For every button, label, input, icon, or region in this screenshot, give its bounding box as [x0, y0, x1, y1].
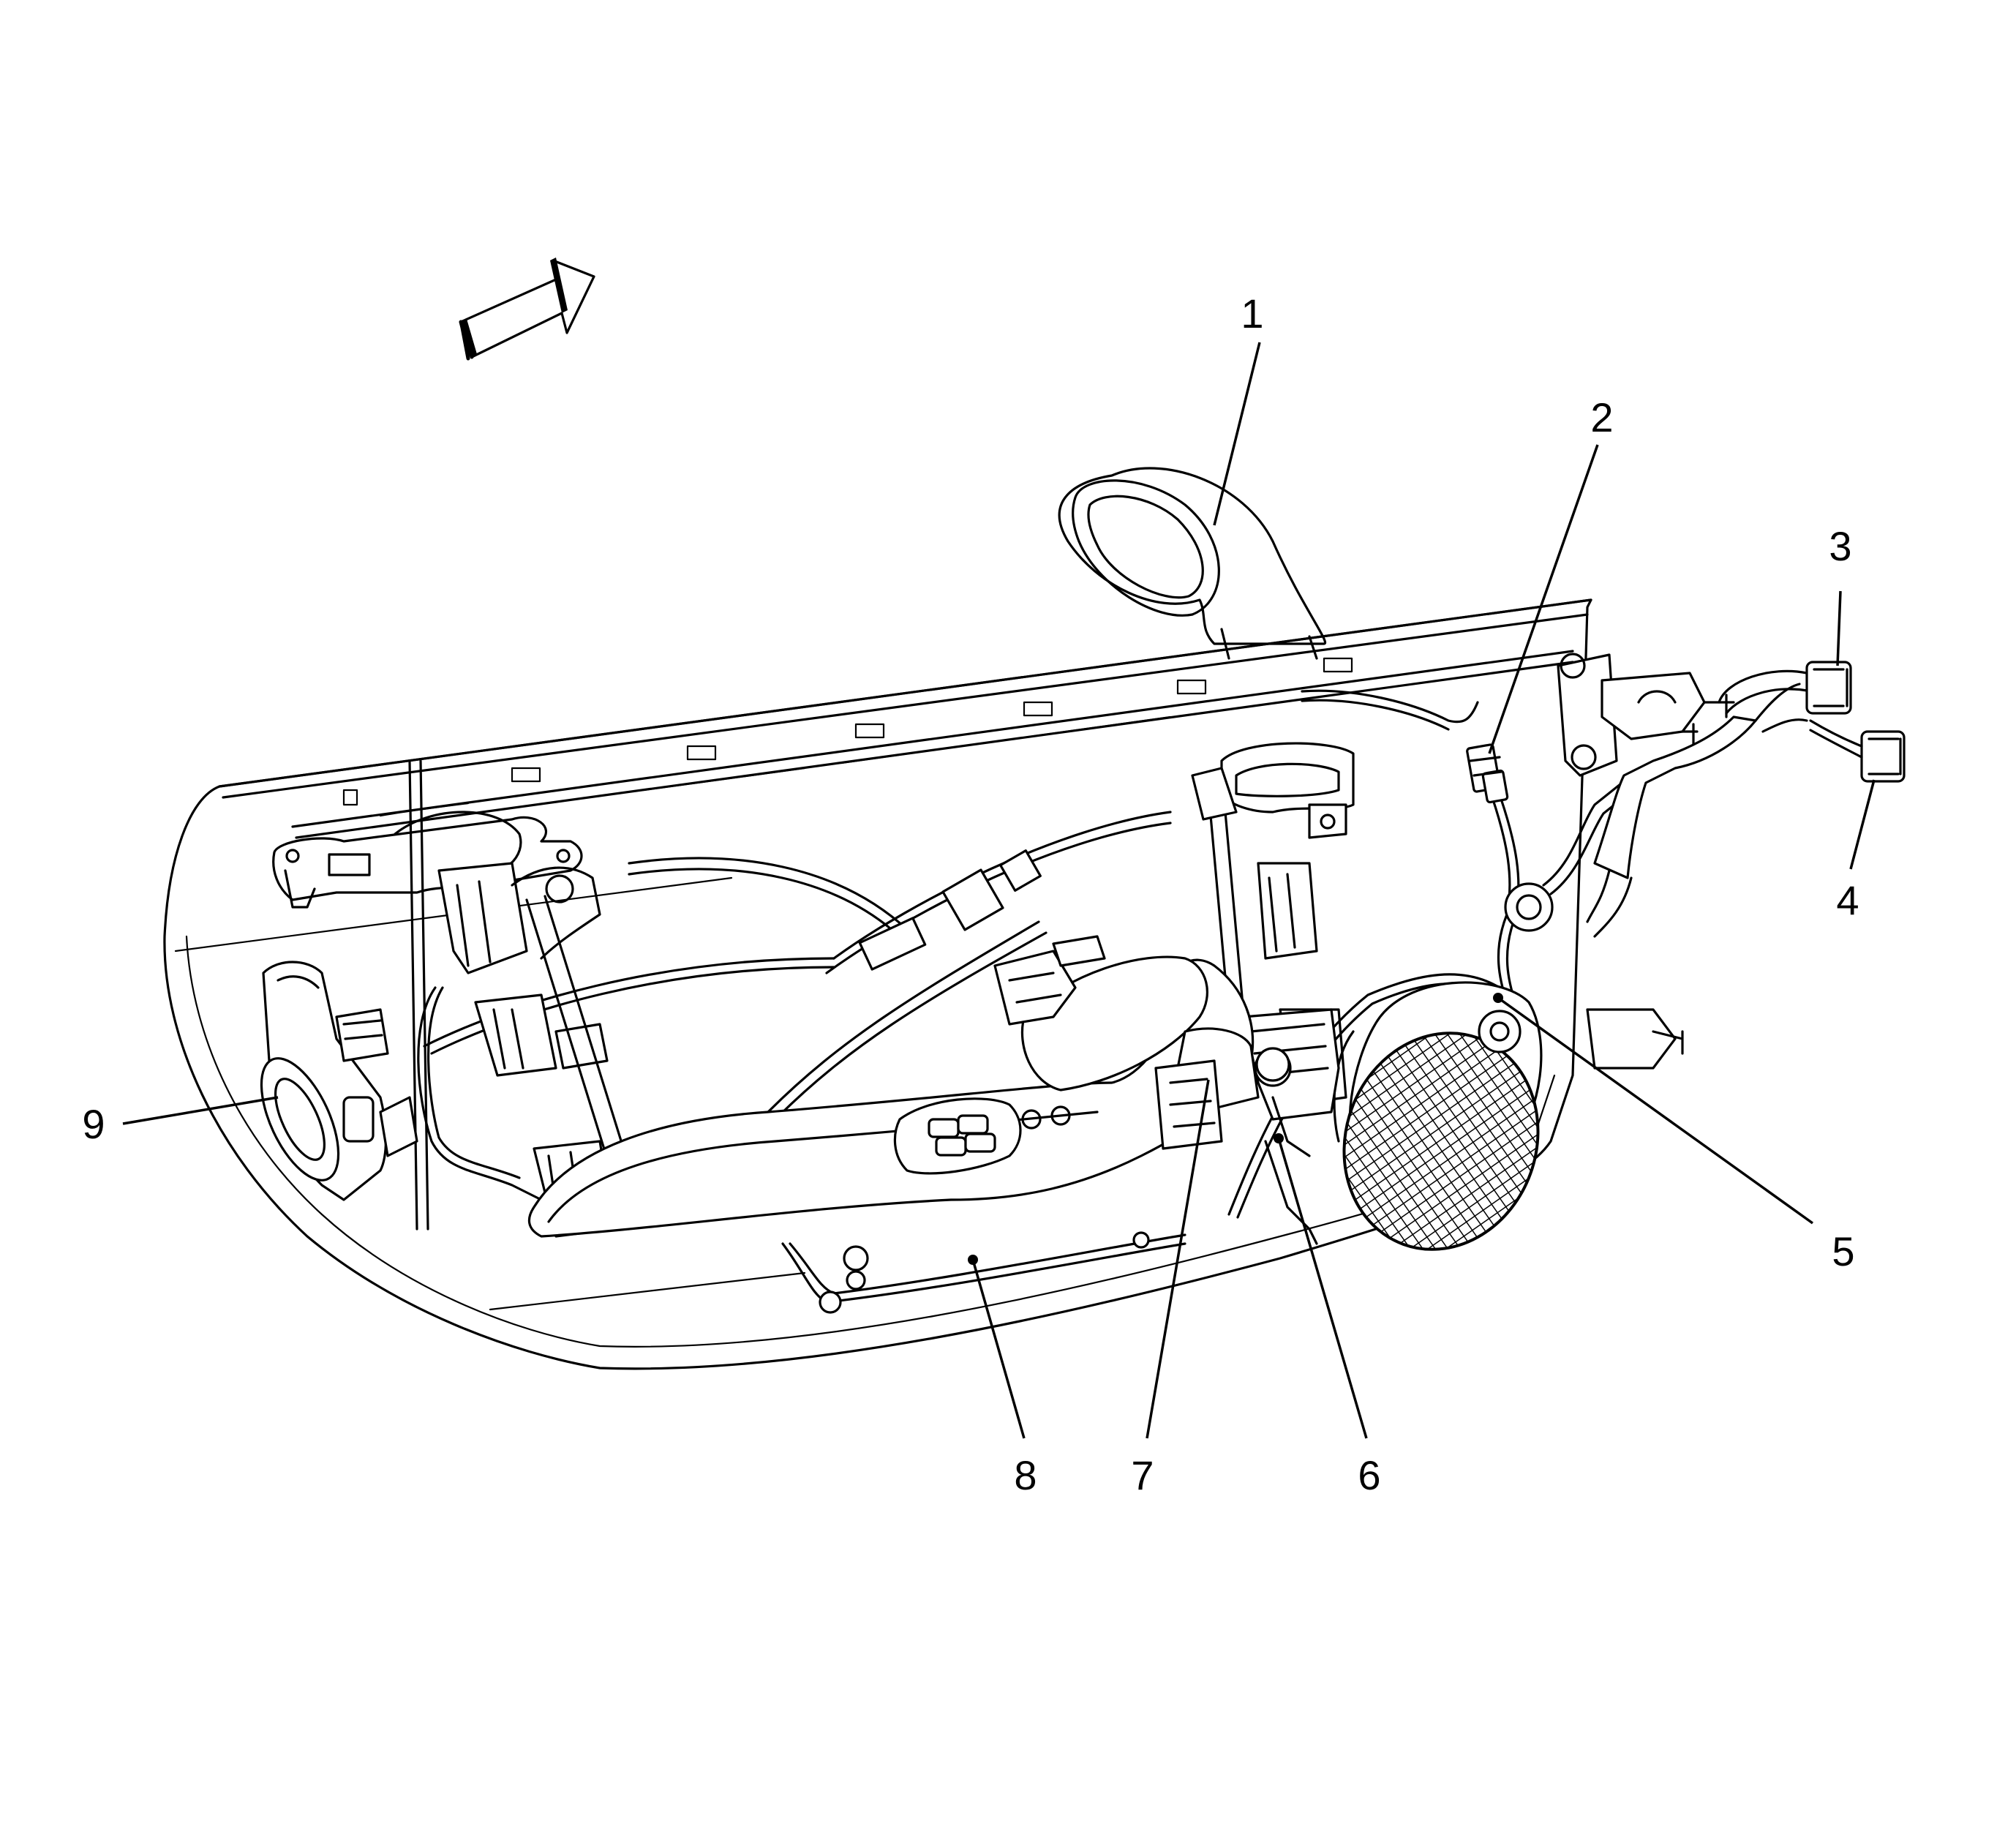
- outside-mirror: [1058, 467, 1326, 660]
- forward-direction-arrow-icon: [459, 258, 595, 361]
- door-lock-actuator: [1242, 1008, 1340, 1245]
- lock-rod-bracket: [272, 811, 583, 909]
- callout-2: 2: [1590, 394, 1613, 440]
- callout-8: 8: [1014, 1452, 1037, 1498]
- door-inner-panel: [163, 598, 1592, 1370]
- callout-9: 9: [82, 1101, 105, 1147]
- callout-leaders: [122, 342, 1876, 1439]
- callout-4: 4: [1836, 877, 1859, 923]
- inside-door-handle: [1191, 742, 1355, 839]
- door-hinge-and-harness: [1557, 653, 1906, 1070]
- front-door-tweeter: [260, 961, 418, 1201]
- callout-5: 5: [1832, 1228, 1854, 1274]
- harness-connector-2: [1466, 743, 1509, 804]
- callout-3: 3: [1829, 523, 1851, 569]
- door-wiring-harness: [417, 689, 1641, 1314]
- callout-labels: 1 2 3 4 5 6 7 8 9: [82, 290, 1859, 1498]
- callout-1: 1: [1241, 290, 1263, 337]
- armrest-and-window-switch: [527, 935, 1290, 1238]
- callout-6: 6: [1358, 1452, 1380, 1498]
- harness-connector-3: [1805, 661, 1852, 715]
- door-handle-cables: [408, 759, 1172, 1231]
- front-door-speaker: [1333, 981, 1543, 1251]
- callout-7: 7: [1131, 1452, 1154, 1498]
